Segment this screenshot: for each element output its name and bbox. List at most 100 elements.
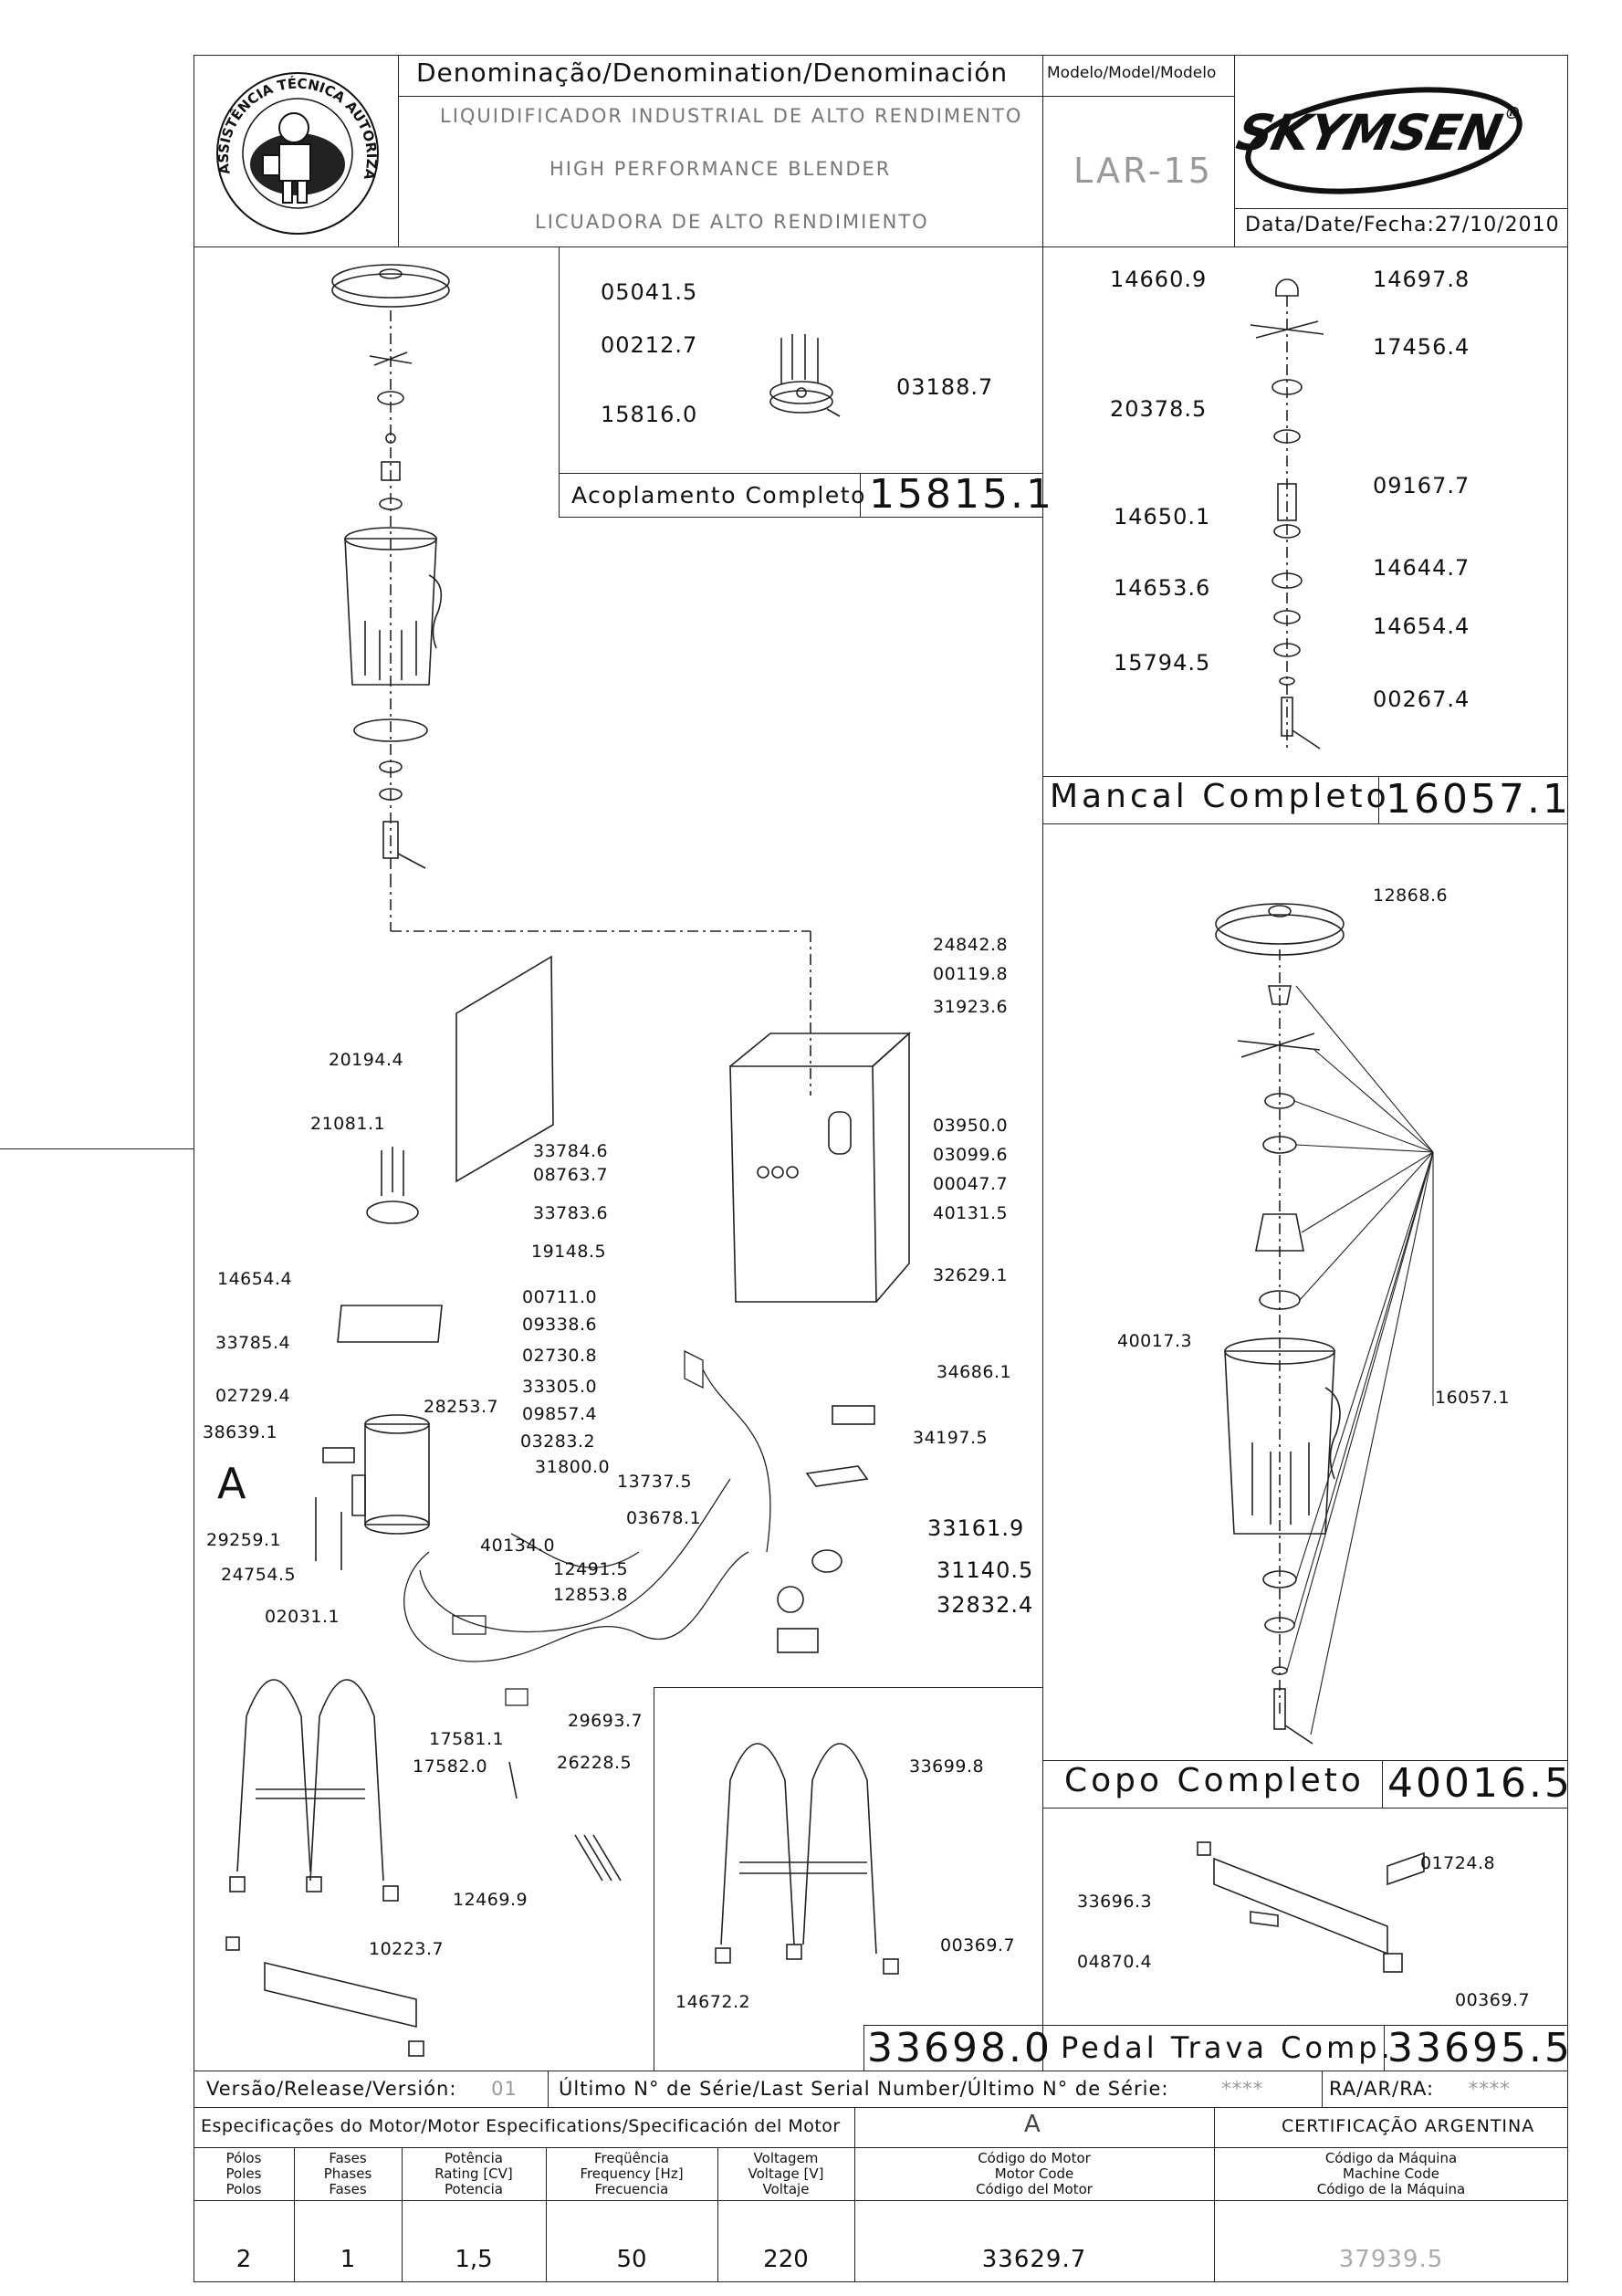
spec-col-4 (717, 2147, 718, 2282)
part-16057-1: 16057.1 (1435, 1388, 1511, 1408)
part-15794-5: 15794.5 (1114, 650, 1211, 676)
col-machine-code: Código da Máquina Machine Code Código de… (1316, 2150, 1466, 2197)
col-power: Potência Rating [CV] Potencia (434, 2150, 513, 2197)
part-00047-7: 00047.7 (933, 1174, 1009, 1194)
part-33784-6: 33784.6 (533, 1141, 609, 1161)
part-15816-0: 15816.0 (601, 402, 698, 427)
part-00711-0: 00711.0 (522, 1287, 598, 1307)
part-00212-7: 00212.7 (601, 332, 698, 358)
part-12868-6: 12868.6 (1373, 886, 1449, 906)
val-phases: 1 (340, 2246, 356, 2273)
part-09857-4: 09857.4 (522, 1404, 598, 1424)
part-02031-1: 02031.1 (265, 1607, 340, 1627)
part-14650-1: 14650.1 (1114, 504, 1211, 529)
bearing-title: Mancal Completo (1050, 778, 1390, 815)
product-name-en: HIGH PERFORMANCE BLENDER (549, 158, 892, 180)
left-edge-line (0, 1148, 194, 1149)
motor-spec-letter: A (1024, 2111, 1041, 2138)
spec-divider-a (854, 2107, 855, 2282)
cert-title: CERTIFICAÇÃO ARGENTINA (1282, 2116, 1535, 2136)
release-row-bottom (194, 2107, 1568, 2108)
part-20194-4: 20194.4 (329, 1050, 404, 1070)
part-17456-4: 17456.4 (1373, 334, 1470, 360)
part-24754-5: 24754.5 (221, 1565, 297, 1585)
part-05041-5: 05041.5 (601, 279, 698, 305)
product-name-es: LICUADORA DE ALTO RENDIMIENTO (535, 211, 929, 233)
part-33161-9: 33161.9 (927, 1515, 1025, 1541)
bearing-title-bottom (1042, 823, 1568, 824)
pedal-code: 33695.5 (1387, 2025, 1573, 2071)
header-bottom-line (194, 246, 1568, 247)
part-14644-7: 14644.7 (1373, 555, 1470, 581)
part-14697-8: 14697.8 (1373, 267, 1470, 292)
part-14660-9: 14660.9 (1110, 267, 1208, 292)
model-title: Modelo/Model/Modelo (1047, 64, 1217, 82)
pedal-lock-view (1197, 1841, 1425, 1973)
spec-header-bottom (194, 2200, 1568, 2201)
part-14653-6: 14653.6 (1114, 575, 1211, 601)
part-14654-4-bearing: 14654.4 (1373, 613, 1470, 639)
part-00369-7-stand: 00369.7 (940, 1935, 1016, 1955)
part-12469-9: 12469.9 (453, 1890, 528, 1910)
part-14672-2: 14672.2 (675, 1992, 751, 2012)
release-divider-1 (548, 2071, 549, 2107)
version-value: 01 (491, 2078, 518, 2100)
val-machine-code: 37939.5 (1338, 2246, 1444, 2273)
spec-col-1 (294, 2147, 295, 2282)
drawing-frame (194, 55, 1568, 2282)
part-29259-1: 29259.1 (206, 1530, 282, 1550)
part-40131-5: 40131.5 (933, 1203, 1009, 1223)
bearing-code-divider (1378, 776, 1379, 823)
connector-view (508, 1761, 622, 1882)
part-03099-6: 03099.6 (933, 1145, 1009, 1165)
part-34197-5: 34197.5 (913, 1428, 989, 1448)
part-31923-6: 31923.6 (933, 997, 1009, 1017)
col-motor-code: Código do Motor Motor Code Código del Mo… (976, 2150, 1093, 2197)
part-00119-8: 00119.8 (933, 964, 1009, 984)
authorized-stamp: ASSISTÊNCIA TÉCNICA AUTORIZADA (197, 51, 392, 243)
header-line-a (398, 96, 1234, 97)
part-00267-4: 00267.4 (1373, 687, 1470, 712)
part-40134-0: 40134.0 (480, 1536, 556, 1556)
ra-label: RA/AR/RA: (1329, 2078, 1435, 2100)
val-voltage: 220 (763, 2246, 809, 2273)
part-33783-6: 33783.6 (533, 1203, 609, 1223)
coupling-box-left (559, 246, 560, 517)
header-divider-1 (398, 55, 399, 246)
small-parts-view (315, 1405, 875, 1653)
ra-value: **** (1468, 2078, 1511, 2100)
part-14654-4-motor: 14654.4 (217, 1269, 293, 1289)
spec-divider-b (1214, 2107, 1215, 2282)
part-12853-8: 12853.8 (553, 1585, 629, 1605)
part-33696-3: 33696.3 (1077, 1892, 1153, 1912)
part-17582-0: 17582.0 (413, 1756, 488, 1777)
stand-code: 33698.0 (867, 2025, 1052, 2071)
val-poles: 2 (235, 2246, 252, 2273)
release-divider-2 (1322, 2071, 1323, 2107)
product-name-pt: LIQUIDIFICADOR INDUSTRIAL DE ALTO RENDIM… (440, 105, 1023, 127)
model-value: LAR-15 (1073, 151, 1213, 191)
part-03188-7: 03188.7 (896, 374, 994, 400)
cup-complete-view (1215, 903, 1434, 1745)
version-label: Versão/Release/Versión: (206, 2078, 457, 2100)
right-column-divider (1042, 246, 1043, 2071)
part-12491-5: 12491.5 (553, 1559, 629, 1579)
header-line-b (1234, 208, 1568, 209)
date-value: 27/10/2010 (1434, 214, 1560, 236)
bearing-code: 16057.1 (1386, 776, 1571, 823)
stand-code-left (863, 2025, 864, 2071)
part-33785-4: 33785.4 (215, 1333, 291, 1353)
part-17581-1: 17581.1 (429, 1729, 505, 1749)
bearing-view (1250, 278, 1324, 750)
val-power: 1,5 (455, 2246, 493, 2273)
part-02730-8: 02730.8 (522, 1346, 598, 1366)
part-04870-4: 04870.4 (1077, 1952, 1153, 1972)
part-31140-5: 31140.5 (937, 1557, 1034, 1583)
pedal-title: Pedal Trava Comp. (1061, 2030, 1394, 2065)
date-row: Data/Date/Fecha:27/10/2010 (1245, 214, 1560, 236)
col-frequency: Freqüência Frequency [Hz] Frecuencia (580, 2150, 684, 2197)
cup-title-top (1042, 1760, 1568, 1761)
part-21081-1: 21081.1 (310, 1114, 386, 1134)
part-03678-1: 03678.1 (626, 1508, 702, 1528)
